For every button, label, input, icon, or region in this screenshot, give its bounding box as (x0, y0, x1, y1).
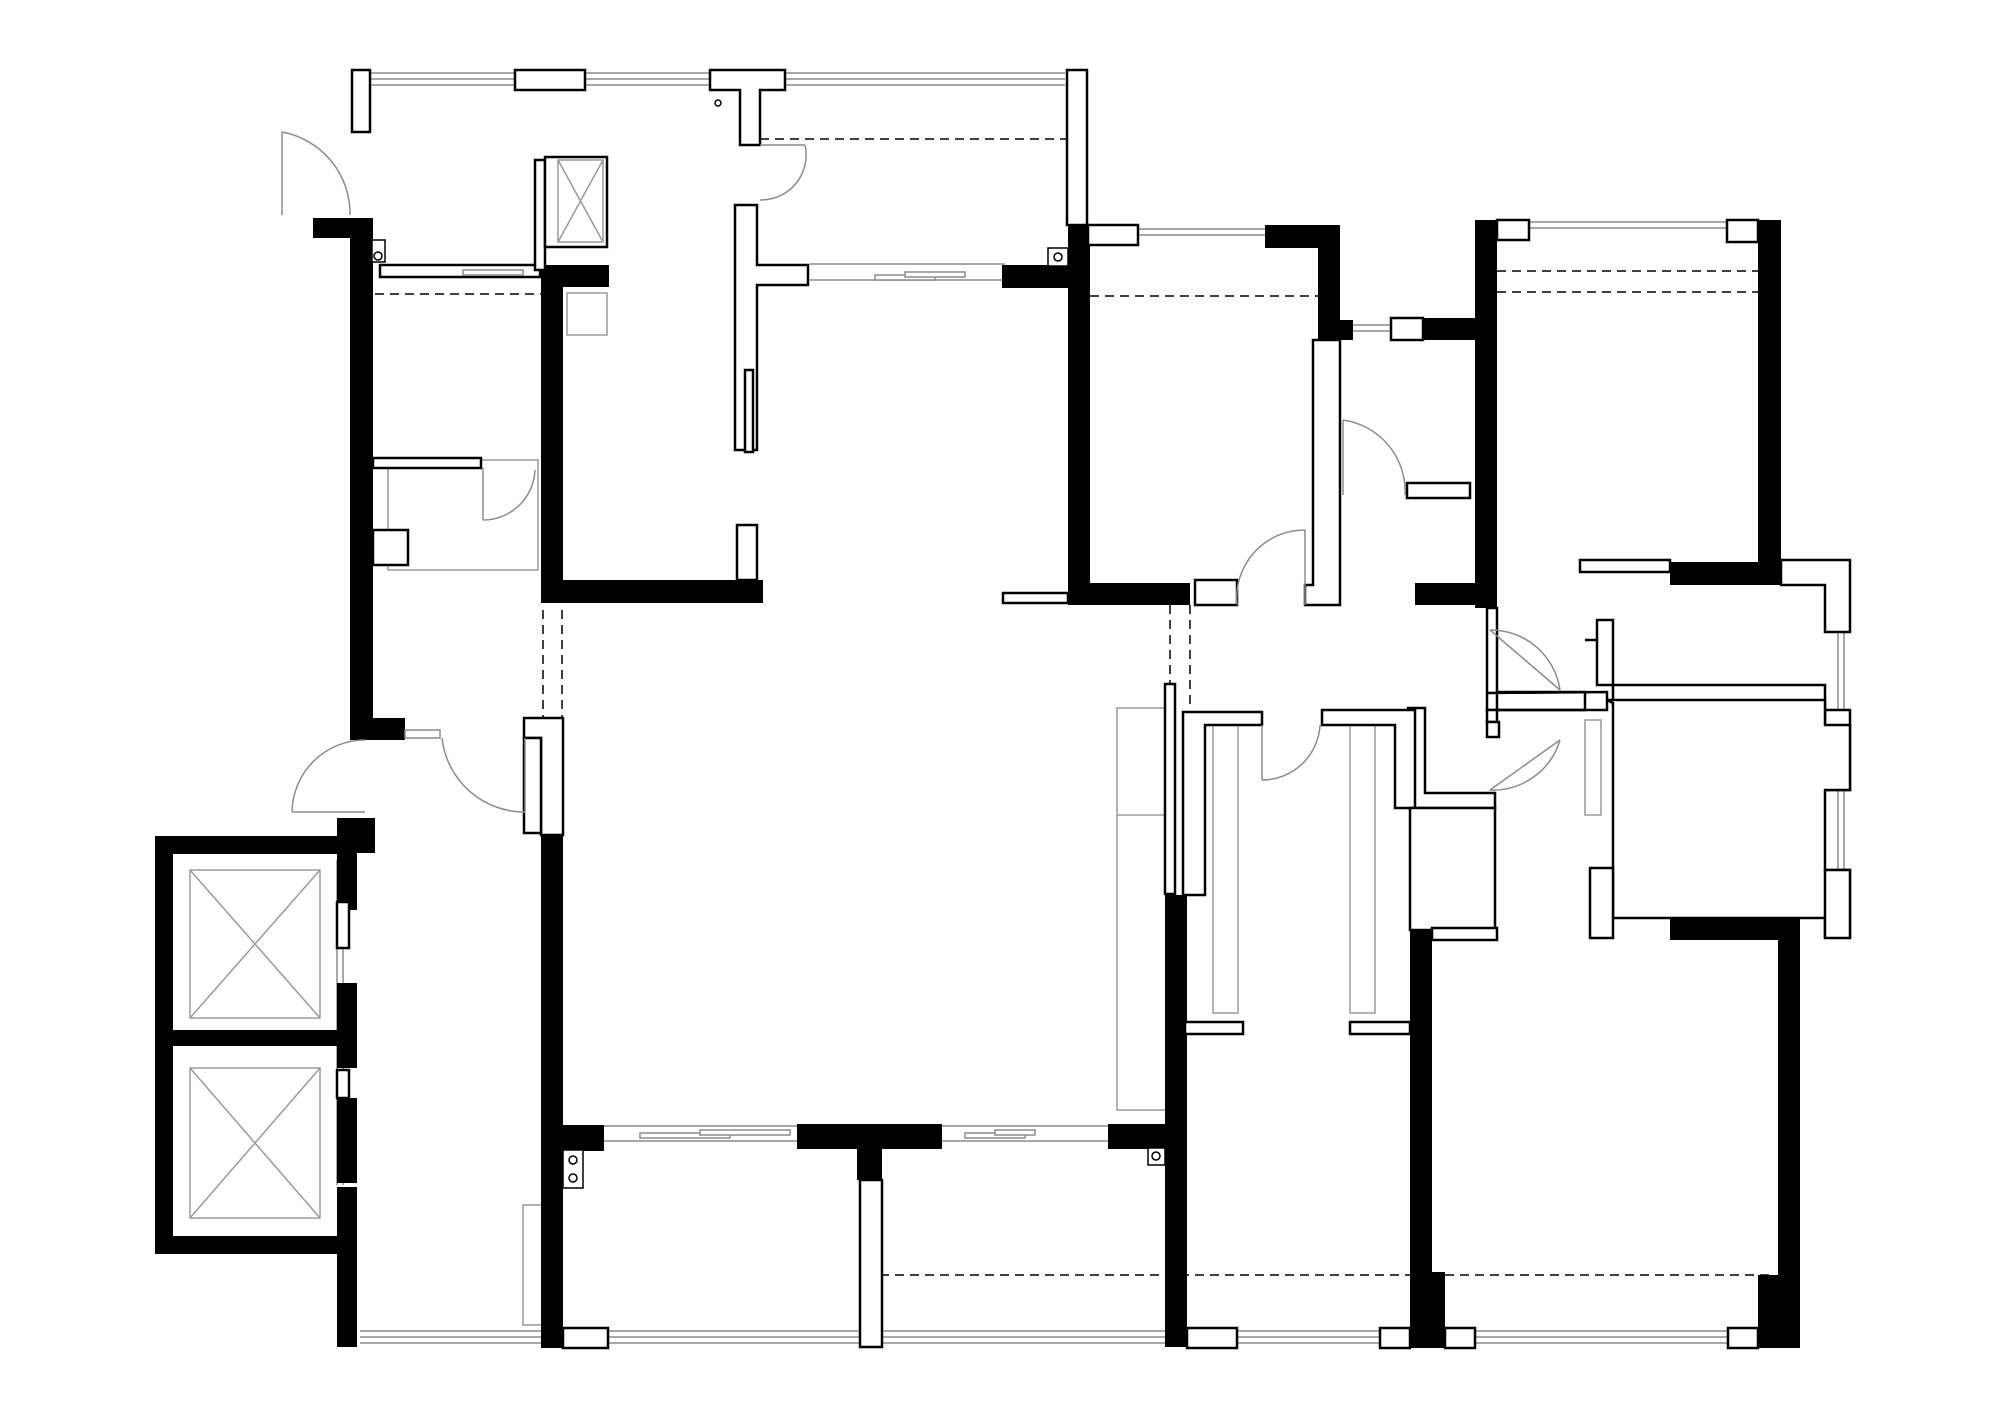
walls (155, 218, 1800, 1348)
door-lobby-west (291, 739, 366, 813)
door-kitchen (759, 144, 807, 201)
door-north-middle-bath (1342, 419, 1406, 496)
door-bath-west (482, 468, 536, 521)
door-east-corridor-2 (1489, 739, 1561, 791)
dashed-lines (375, 138, 1770, 1276)
door-east-corridor-1 (1489, 629, 1561, 691)
pipes (371, 99, 1166, 1189)
elevator-1 (189, 869, 321, 1019)
door-bath-middle (1261, 724, 1321, 781)
doors (281, 131, 1561, 813)
door-north-entry (281, 131, 351, 216)
outlined-walls (335, 68, 1852, 1350)
door-lobby-main (404, 729, 526, 813)
fixtures (387, 292, 1602, 1326)
shaft-kitchen (557, 159, 604, 243)
elevator-2 (189, 1067, 321, 1219)
door-north-middle-bedroom (1235, 529, 1306, 606)
sliding-doors (462, 269, 1036, 1139)
